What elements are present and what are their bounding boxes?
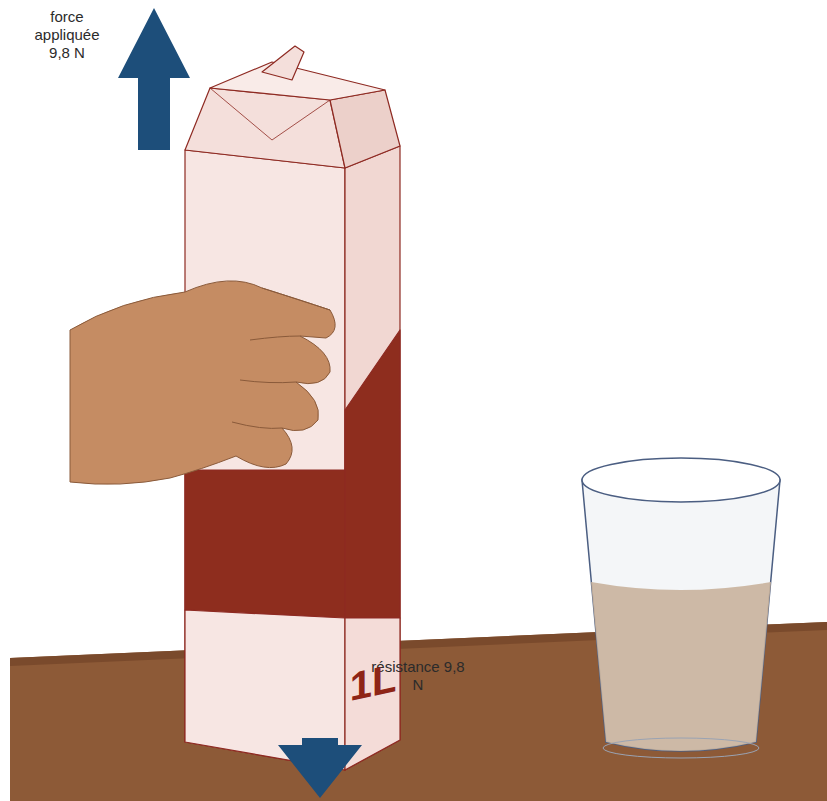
force-label: force appliquée 9,8 N bbox=[22, 8, 112, 62]
hand bbox=[70, 281, 335, 484]
glass bbox=[582, 458, 780, 758]
force-arrow bbox=[118, 8, 190, 150]
resistance-arrow bbox=[278, 738, 362, 798]
